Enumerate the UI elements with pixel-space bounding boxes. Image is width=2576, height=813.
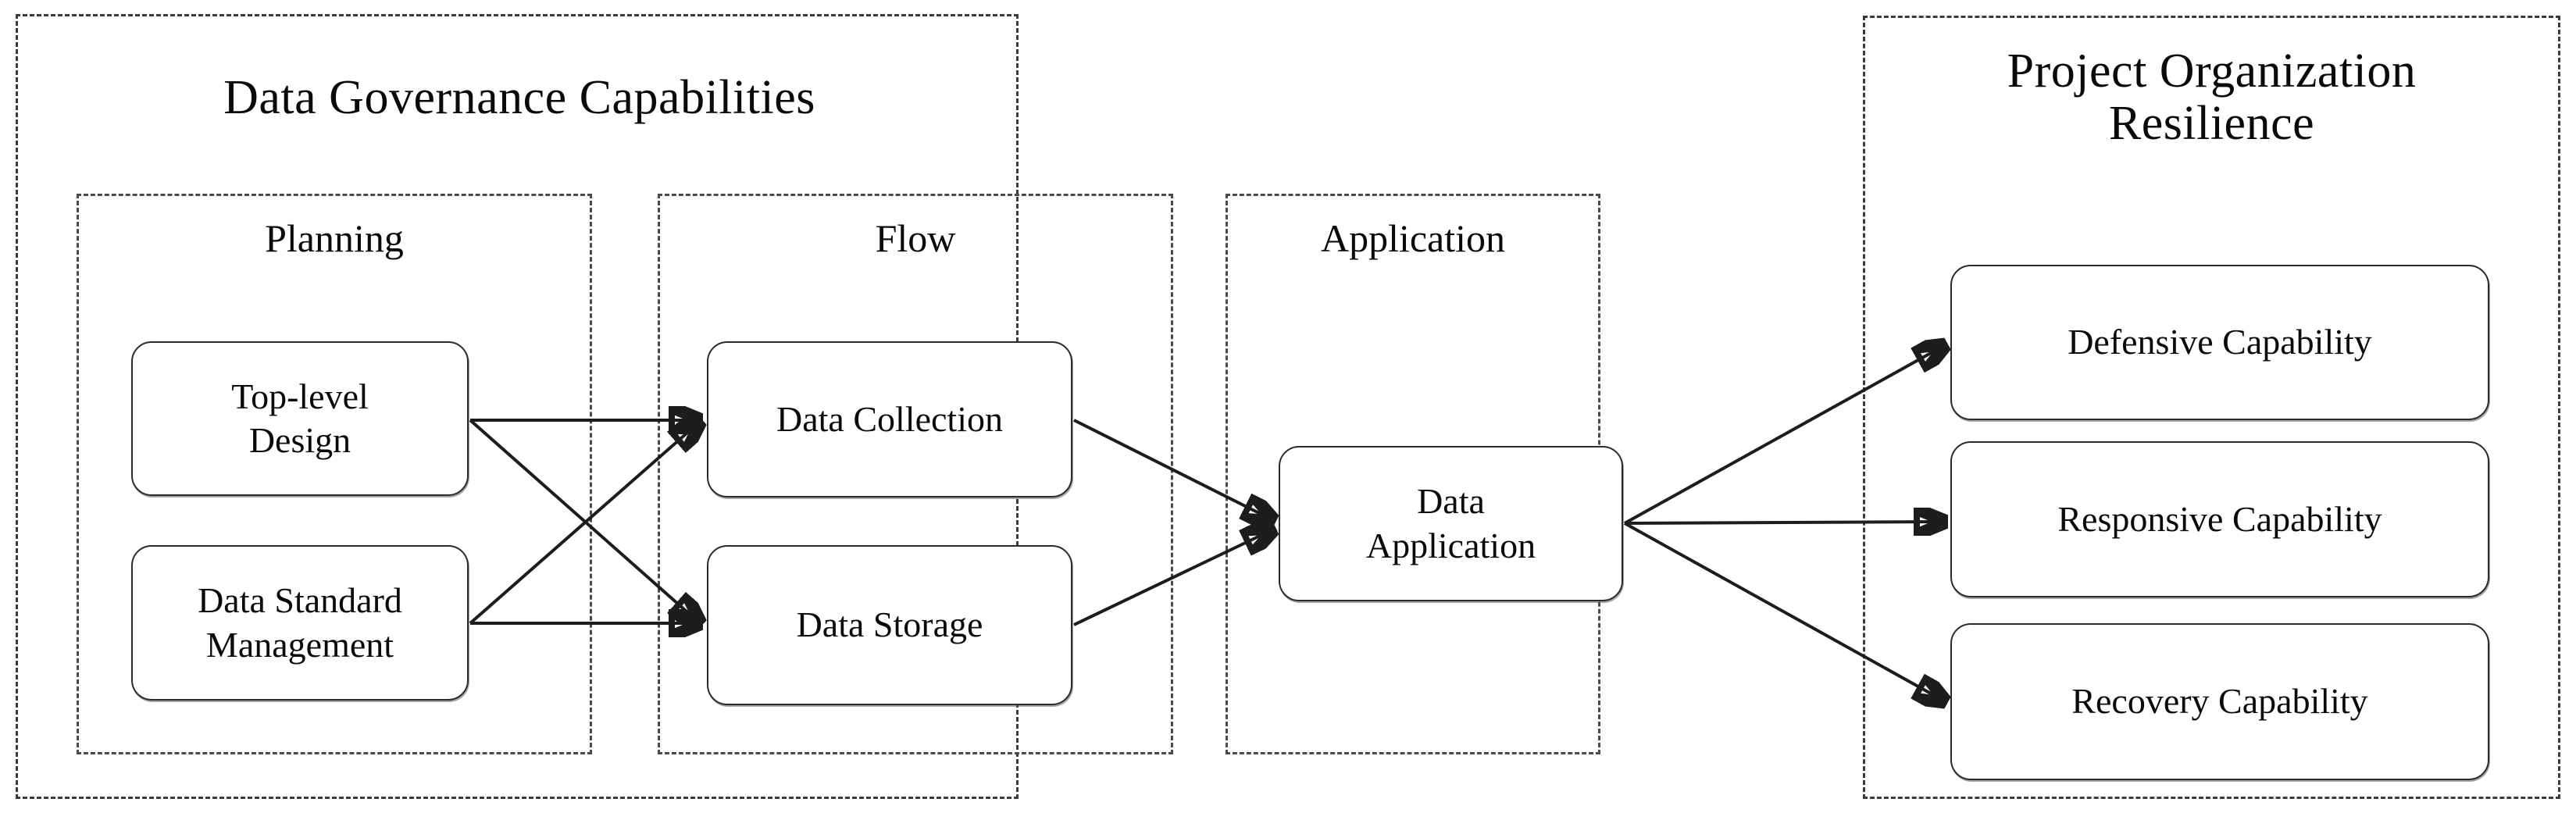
group-title-application: Application [1320, 216, 1506, 260]
node-top-level-design[interactable]: Top-level Design [131, 341, 469, 496]
panel-title-project-organization-resilience: Project Organization Resilience [2007, 45, 2417, 150]
node-data-standard-management[interactable]: Data Standard Management [131, 545, 469, 701]
panel-title-data-governance-capabilities: Data Governance Capabilities [223, 71, 815, 124]
node-defensive-capability[interactable]: Defensive Capability [1950, 265, 2489, 420]
group-title-planning: Planning [265, 216, 404, 260]
node-data-collection[interactable]: Data Collection [707, 341, 1072, 497]
group-title-flow: Flow [875, 216, 956, 260]
node-responsive-capability[interactable]: Responsive Capability [1950, 441, 2489, 597]
node-data-storage[interactable]: Data Storage [707, 545, 1072, 705]
node-recovery-capability[interactable]: Recovery Capability [1950, 623, 2489, 780]
node-data-application[interactable]: Data Application [1279, 446, 1623, 601]
